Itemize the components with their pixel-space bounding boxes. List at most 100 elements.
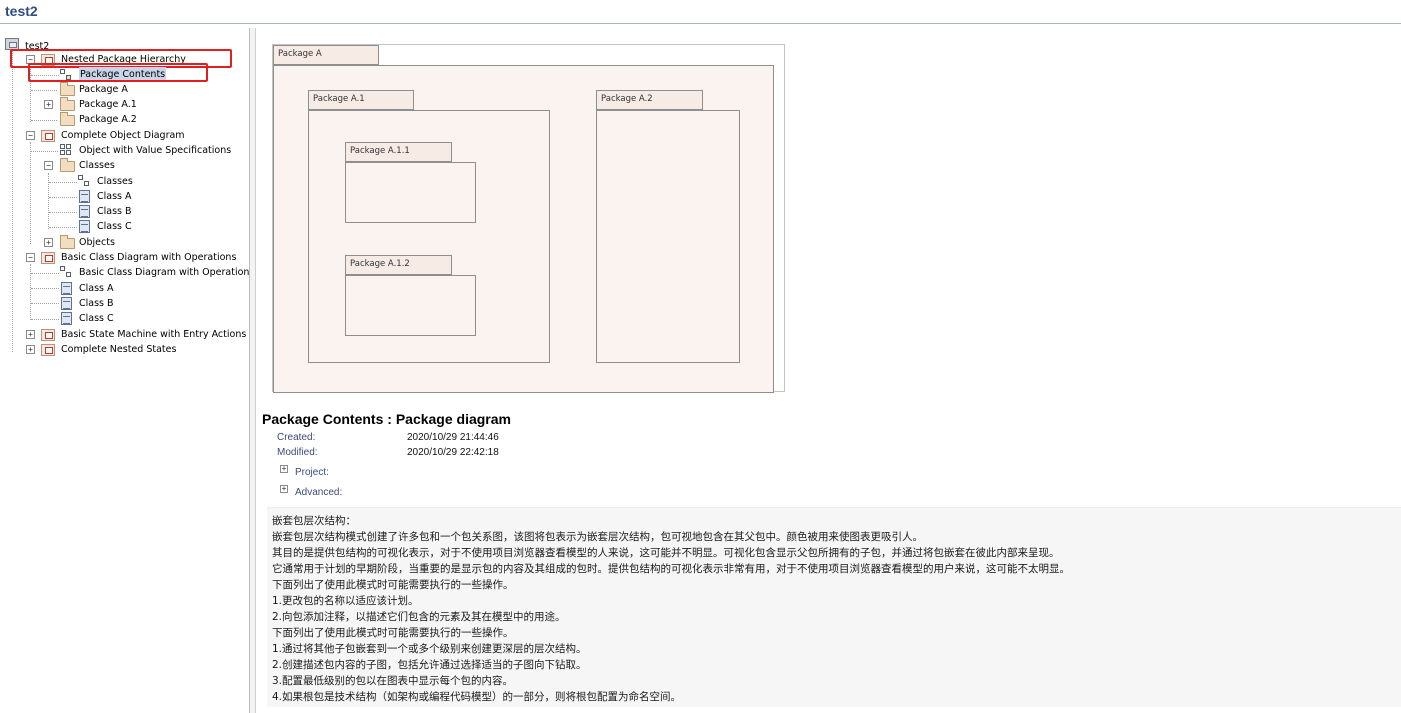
- collapse-icon[interactable]: −: [44, 161, 53, 170]
- expand-icon[interactable]: +: [26, 330, 35, 339]
- window-title: test2: [5, 3, 38, 19]
- tree-guide: [49, 227, 77, 228]
- tree-guide: [49, 182, 77, 183]
- tree-guide: [31, 273, 59, 274]
- tree-guide: [31, 303, 59, 304]
- tree-node-package-a[interactable]: Package A: [0, 82, 250, 97]
- tree-label: Basic Class Diagram with Operations: [79, 267, 255, 278]
- folder-icon: [60, 82, 75, 96]
- tree-guide: [30, 142, 31, 244]
- diagram-canvas[interactable]: Package A Package A.1 Package A.1.1 Pack…: [272, 44, 785, 393]
- package-a11-body[interactable]: [345, 162, 476, 223]
- package-a-tab[interactable]: Package A: [273, 45, 379, 65]
- tree-guide: [31, 288, 59, 289]
- tree-node-classes-folder[interactable]: − Classes: [0, 158, 250, 173]
- expand-icon[interactable]: +: [44, 238, 53, 247]
- expand-icon[interactable]: +: [26, 345, 35, 354]
- notes-line: 下面列出了使用此模式时可能需要执行的一些操作。: [272, 627, 514, 639]
- tree-label: Class C: [97, 221, 132, 232]
- collapse-icon[interactable]: −: [26, 253, 35, 262]
- class-icon: [79, 190, 90, 203]
- tree-node-basic-class-diagram-package[interactable]: − Basic Class Diagram with Operations: [0, 250, 250, 265]
- package-icon: [41, 252, 55, 264]
- document-view: Package A Package A.1 Package A.1.1 Pack…: [256, 28, 1401, 713]
- class-diagram-icon: [60, 266, 72, 278]
- tree-label: Class A: [79, 283, 114, 294]
- diagram-title: Package Contents : Package diagram: [262, 411, 511, 427]
- package-a12-tab[interactable]: Package A.1.2: [345, 255, 452, 275]
- tree-guide: [30, 66, 31, 122]
- package-a2-body[interactable]: [596, 110, 740, 363]
- tree-node-package-a2[interactable]: Package A.2: [0, 112, 250, 127]
- tree-label: Class C: [79, 313, 114, 324]
- tree-node-root[interactable]: test2: [0, 37, 250, 52]
- tree-label: Package Contents: [79, 67, 167, 82]
- tree-node-class-a[interactable]: Class A: [0, 189, 250, 204]
- folder-icon: [60, 97, 75, 111]
- package-a12-body[interactable]: [345, 275, 476, 336]
- tree-label: Package A: [79, 84, 128, 95]
- tree-node-complete-object-diagram[interactable]: − Complete Object Diagram: [0, 128, 250, 143]
- folder-icon: [60, 112, 75, 126]
- notes-line: 1.更改包的名称以适应该计划。: [272, 595, 419, 607]
- tree-guide: [31, 90, 57, 91]
- expand-icon[interactable]: +: [44, 100, 53, 109]
- project-browser[interactable]: test2 − Nested Package Hierarchy Package…: [0, 28, 254, 713]
- notes-line: 2.向包添加注释，以描述它们包含的元素及其在模型中的用途。: [272, 611, 566, 623]
- tree-node-package-contents[interactable]: Package Contents: [0, 67, 250, 82]
- class-diagram-icon: [78, 175, 90, 187]
- folder-icon: [60, 158, 75, 172]
- tree-label: Classes: [97, 176, 133, 187]
- tree-node-basic-class-diagram[interactable]: Basic Class Diagram with Operations: [0, 265, 254, 280]
- tree-label: Package A.2: [79, 114, 137, 125]
- package-a1-tab[interactable]: Package A.1: [308, 90, 414, 110]
- tree-guide: [31, 120, 57, 121]
- notes-line: 下面列出了使用此模式时可能需要执行的一些操作。: [272, 579, 514, 591]
- notes-line: 嵌套包层次结构：: [272, 515, 356, 527]
- tree-label: Complete Nested States: [61, 344, 177, 355]
- package-a2-tab[interactable]: Package A.2: [596, 90, 703, 110]
- tree-label: Object with Value Specifications: [79, 145, 232, 156]
- tree-label: Package A.1: [79, 99, 137, 110]
- object-diagram-icon: [60, 144, 72, 156]
- tree-node-object-with-value-specifications[interactable]: Object with Value Specifications: [0, 143, 250, 158]
- expand-project-icon[interactable]: +: [280, 464, 288, 473]
- tree-guide: [48, 173, 49, 229]
- tree-node-objects[interactable]: + Objects: [0, 235, 250, 250]
- tree-node-classes-diagram[interactable]: Classes: [0, 174, 250, 189]
- tree-label: Basic Class Diagram with Operations: [61, 252, 237, 263]
- tree-guide: [31, 75, 59, 76]
- annotation-highlight: [28, 63, 208, 82]
- tree-guide: [49, 212, 77, 213]
- package-a11-tab[interactable]: Package A.1.1: [345, 142, 452, 162]
- modified-value: 2020/10/29 22:42:18: [407, 447, 499, 458]
- advanced-section-label[interactable]: Advanced:: [295, 487, 343, 498]
- notes-line: 1.通过将其他子包嵌套到一个或多个级别来创建更深层的层次结构。: [272, 643, 587, 655]
- tree-label: Basic State Machine with Entry Actions: [61, 329, 247, 340]
- collapse-icon[interactable]: −: [26, 131, 35, 140]
- window-titlebar: test2: [0, 0, 1401, 24]
- tree-node-complete-nested-states[interactable]: + Complete Nested States: [0, 342, 250, 357]
- tree-node-basic-state-machine[interactable]: + Basic State Machine with Entry Actions: [0, 327, 250, 342]
- tree-node-class-a-2[interactable]: Class A: [0, 281, 250, 296]
- tree-node-class-c[interactable]: Class C: [0, 219, 250, 234]
- tree-node-class-c-2[interactable]: Class C: [0, 311, 250, 326]
- project-section-label[interactable]: Project:: [295, 467, 329, 478]
- expand-advanced-icon[interactable]: +: [280, 484, 288, 493]
- package-diagram-icon: [60, 69, 72, 81]
- tree-guide: [49, 197, 77, 198]
- tree-node-class-b[interactable]: Class B: [0, 204, 250, 219]
- tree-guide: [12, 48, 13, 352]
- class-icon: [79, 205, 90, 218]
- tree-label: Complete Object Diagram: [61, 130, 185, 141]
- tree-node-class-b-2[interactable]: Class B: [0, 296, 250, 311]
- tree-node-package-a1[interactable]: + Package A.1: [0, 97, 250, 112]
- tree-label: test2: [25, 41, 50, 52]
- tree-label: Nested Package Hierarchy: [61, 54, 186, 65]
- tree-guide: [31, 319, 59, 320]
- notes-line: 2.创建描述包内容的子图，包括允许通过选择适当的子图向下钻取。: [272, 659, 587, 671]
- pane-splitter[interactable]: [250, 28, 256, 713]
- package-icon: [41, 130, 55, 142]
- class-icon: [61, 312, 72, 325]
- class-icon: [61, 297, 72, 310]
